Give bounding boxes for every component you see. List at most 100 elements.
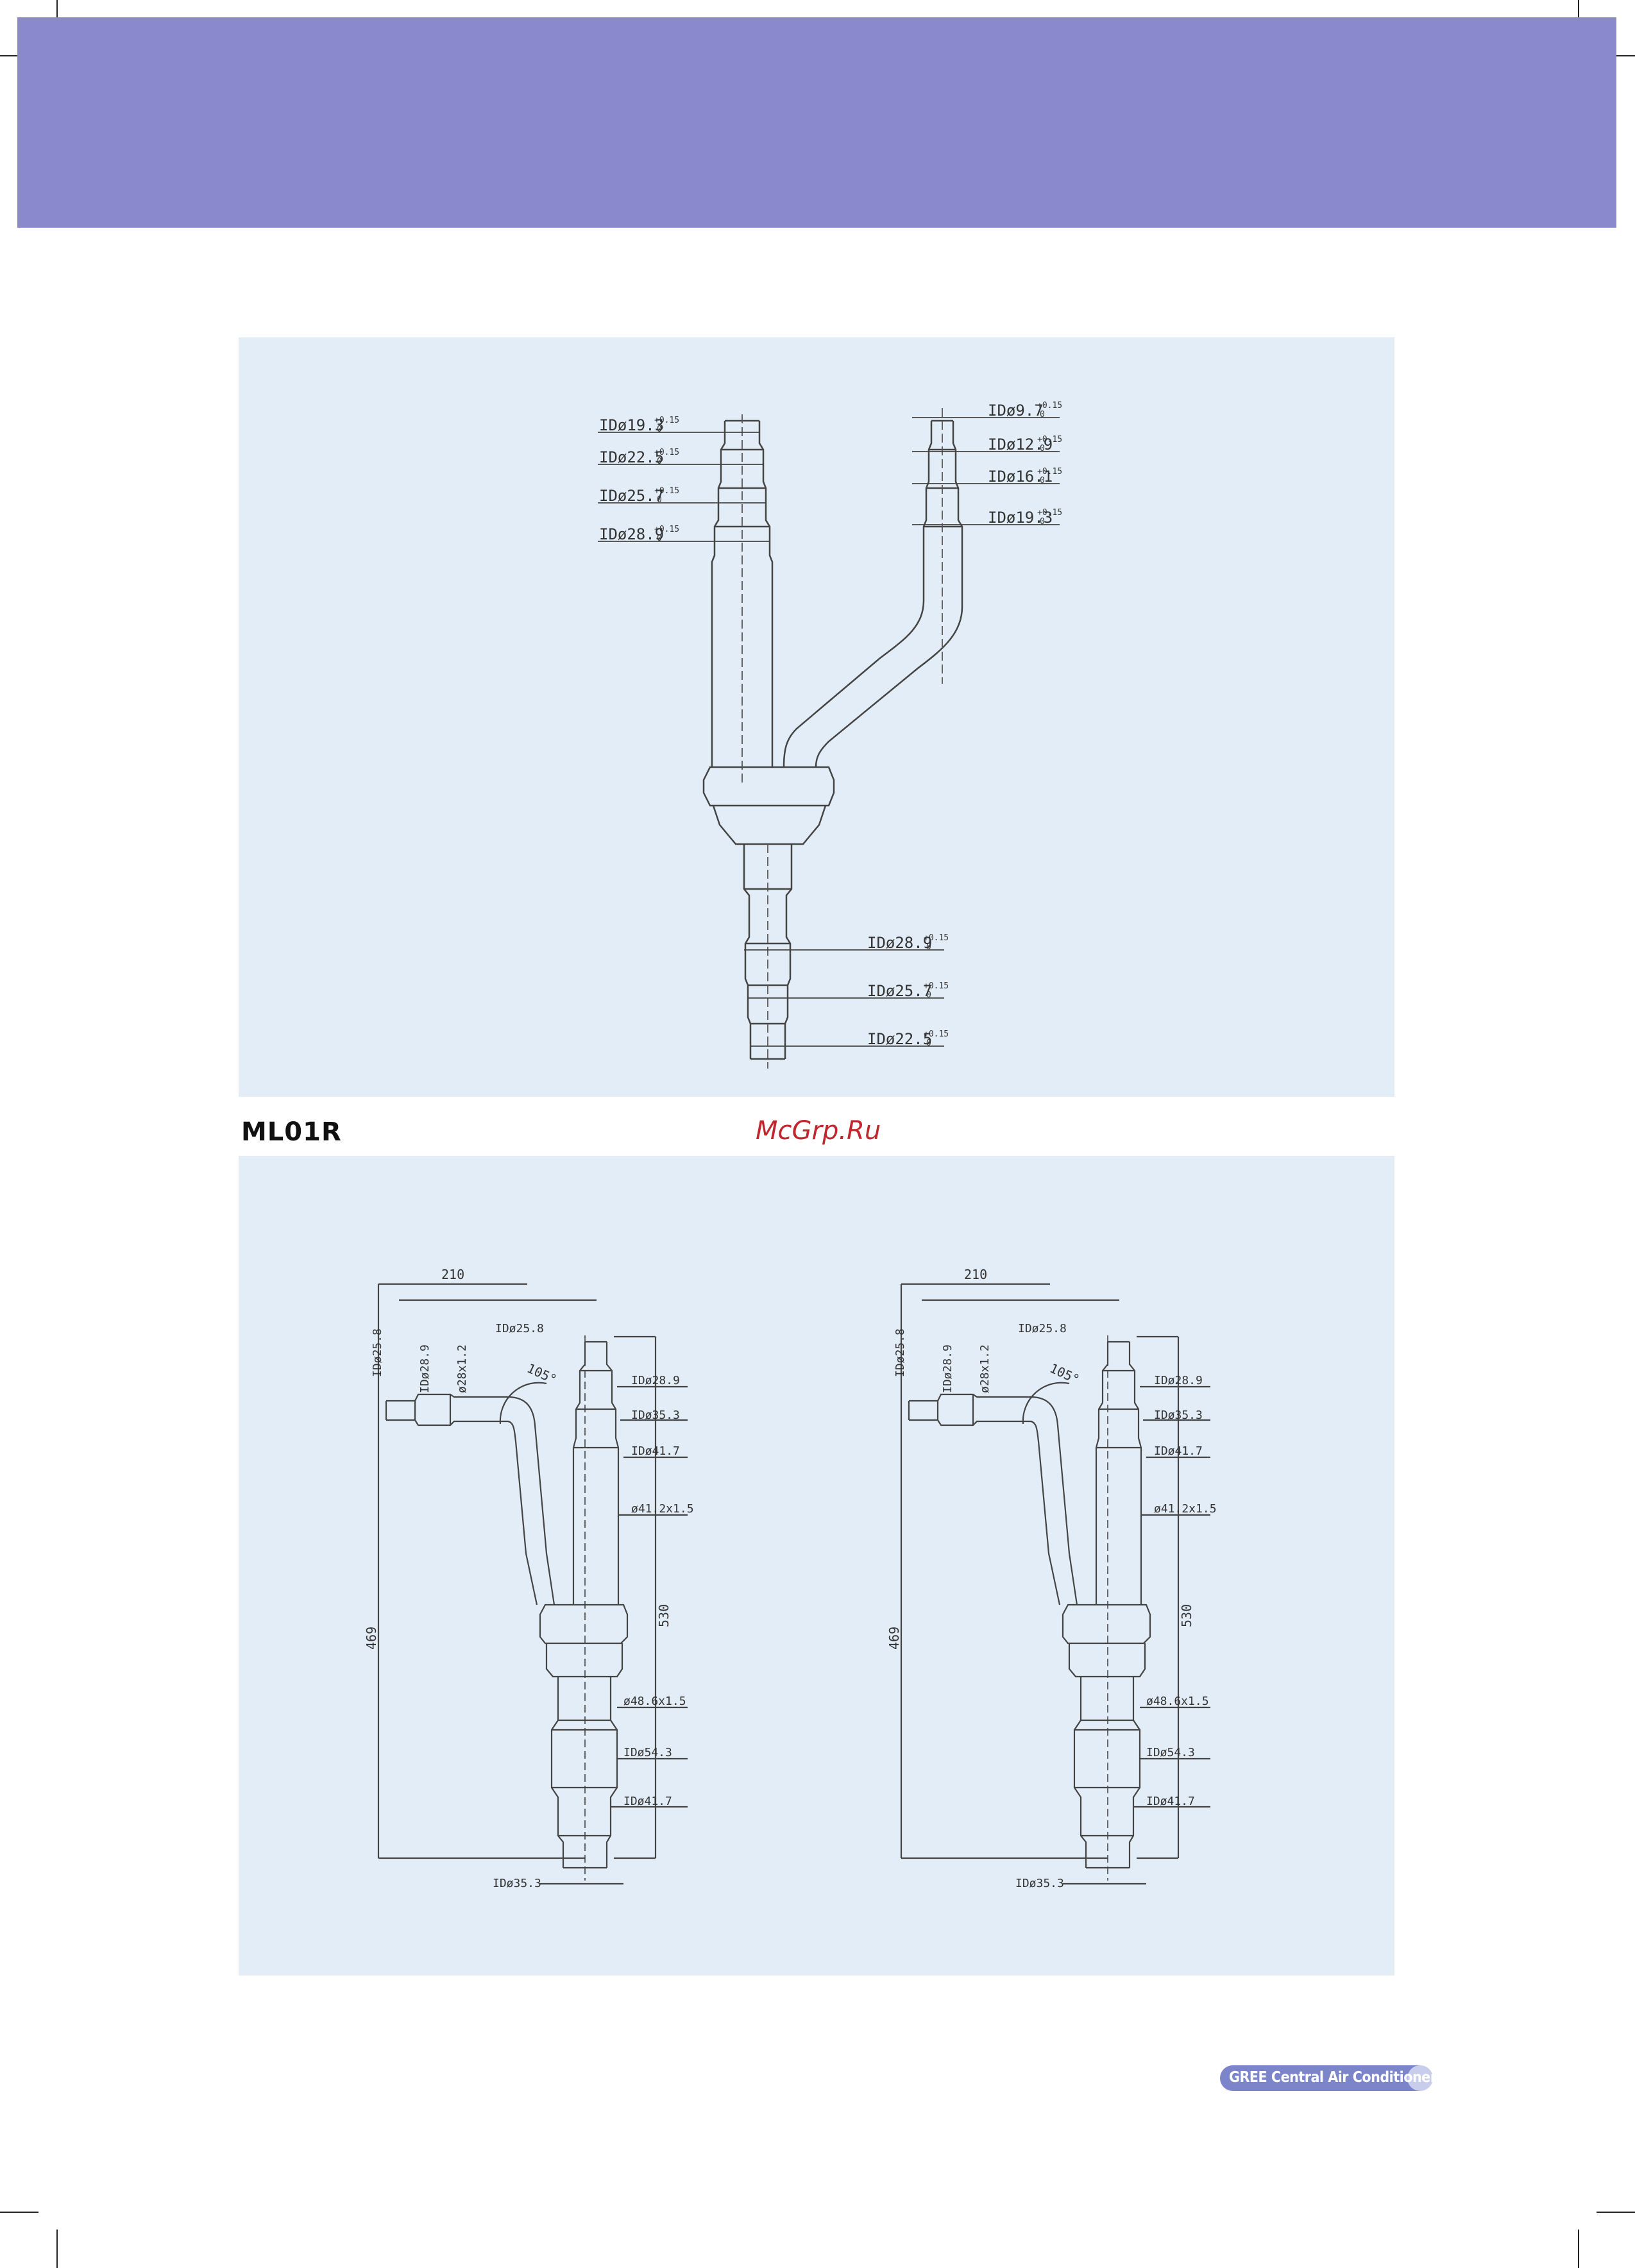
left-branch-dim-label: IDø28.9 — [599, 525, 664, 543]
right-branch-dim-label: IDø19.3 — [988, 509, 1053, 527]
tolerance-upper: +0.15 — [654, 525, 679, 534]
right-dim-label: IDø28.9 — [1154, 1374, 1203, 1387]
width-dimension: 210 — [964, 1267, 987, 1282]
crop-mark — [1578, 2230, 1579, 2268]
tolerance-upper: +0.15 — [654, 448, 679, 457]
crop-mark — [56, 2230, 58, 2268]
top-branch-pipe-drawing: IDø19.3+0.150IDø22.5+0.150IDø25.7+0.150I… — [598, 401, 1062, 1069]
section-title: ML01R — [241, 1117, 342, 1147]
header-band — [17, 17, 1616, 228]
pipe-outline — [572, 1342, 620, 1605]
pipe-outline — [1068, 1643, 1146, 1678]
pipe-outline — [1095, 1342, 1142, 1605]
right-dim-label: IDø35.3 — [1154, 1409, 1203, 1422]
tolerance-upper: +0.15 — [1037, 508, 1062, 518]
width-dimension: 210 — [441, 1267, 464, 1282]
bottom-dim-label: IDø28.9 — [867, 934, 932, 952]
top-inlet-label: IDø25.8 — [495, 1322, 544, 1335]
top-inlet-label: IDø25.8 — [1018, 1322, 1067, 1335]
right-height-dimension: 530 — [1179, 1604, 1194, 1627]
bottom-dim-label: IDø25.7 — [867, 982, 932, 1000]
top-dimension-labels: IDø19.3+0.150IDø22.5+0.150IDø25.7+0.150I… — [599, 401, 1062, 1048]
tolerance-lower: 0 — [657, 425, 662, 434]
left-branch-dim-label: IDø22.5 — [599, 448, 664, 466]
tolerance-lower: 0 — [926, 1038, 931, 1048]
tolerance-upper: +0.15 — [1037, 435, 1062, 444]
bottom-dim-label: IDø22.5 — [867, 1030, 932, 1048]
right-dim-label: IDø28.9 — [631, 1374, 680, 1387]
pipe-outline — [1137, 1335, 1180, 1859]
tolerance-lower: 0 — [926, 942, 931, 952]
tolerance-upper: +0.15 — [1037, 401, 1062, 410]
pipe-outline — [545, 1643, 623, 1678]
tolerance-lower: 0 — [1040, 444, 1045, 453]
right-dim-label: IDø41.7 — [1154, 1444, 1203, 1458]
bottom-outlet-label: IDø35.3 — [1015, 1877, 1064, 1890]
right-branch-dim-label: IDø9.7 — [988, 402, 1044, 419]
tolerance-upper: +0.15 — [924, 1029, 949, 1039]
pipe-outline — [1073, 1677, 1141, 1868]
right-dim-label: IDø35.3 — [631, 1409, 680, 1422]
pipe-outline — [385, 1394, 452, 1425]
tolerance-lower: 0 — [657, 534, 662, 543]
pipe-outline — [1062, 1604, 1151, 1645]
right-branch-dim-label: IDø12.9 — [988, 436, 1053, 453]
pipe-outline — [908, 1394, 974, 1425]
brand-pill — [1220, 2065, 1420, 2091]
pipe-outline — [499, 1382, 547, 1425]
vertical-dim-label: IDø28.9 — [941, 1344, 954, 1393]
tolerance-lower: 0 — [657, 457, 662, 466]
vertical-dim-label: IDø25.8 — [371, 1328, 384, 1377]
pipe-outline — [386, 1419, 538, 1605]
tolerance-upper: +0.15 — [924, 933, 949, 943]
tolerance-lower: 0 — [1040, 476, 1045, 486]
pipe-outline — [1022, 1382, 1070, 1425]
vertical-dim-label: IDø25.8 — [894, 1328, 907, 1377]
pipe-outline — [573, 1341, 618, 1449]
left-height-dimension: 469 — [364, 1627, 379, 1650]
brand-dot — [1407, 2065, 1433, 2091]
lower-dim-label: IDø54.3 — [623, 1746, 672, 1759]
pipe-outline — [909, 1419, 1061, 1605]
lower-dim-label: ø48.6x1.5 — [1146, 1695, 1209, 1708]
pipe-outline — [900, 1283, 1108, 1859]
left-branch-dim-label: IDø19.3 — [599, 416, 664, 434]
tolerance-upper: +0.15 — [924, 981, 949, 991]
pipe-outline — [614, 1335, 657, 1859]
tolerance-upper: +0.15 — [1037, 467, 1062, 477]
lower-dim-label: IDø41.7 — [1146, 1795, 1195, 1808]
right-height-dimension: 530 — [656, 1604, 672, 1627]
lower-dim-label: IDø54.3 — [1146, 1746, 1195, 1759]
lower-dim-label: ø48.6x1.5 — [623, 1695, 686, 1708]
brand-text: GREE Central Air Conditioners — [1229, 2069, 1444, 2086]
left-height-dimension: 469 — [886, 1627, 902, 1650]
lower-dim-label: IDø41.7 — [623, 1795, 672, 1808]
pipe-outline — [386, 1393, 555, 1605]
right-dim-label: IDø41.7 — [631, 1444, 680, 1458]
right-dim-label: ø41.2x1.5 — [1154, 1502, 1217, 1516]
bottom-outlet-label: IDø35.3 — [493, 1877, 541, 1890]
left-branch-dim-label: IDø25.7 — [599, 487, 664, 505]
vertical-dim-label: ø28x1.2 — [455, 1344, 469, 1393]
pipe-outline — [1074, 1719, 1140, 1869]
crop-mark — [0, 2212, 38, 2213]
watermark: McGrp.Ru — [756, 1116, 881, 1146]
vertical-dim-label: IDø28.9 — [418, 1344, 432, 1393]
tolerance-lower: 0 — [926, 990, 931, 1000]
tolerance-lower: 0 — [1040, 410, 1045, 419]
vertical-dim-label: ø28x1.2 — [978, 1344, 992, 1393]
pipe-outline — [377, 1283, 585, 1859]
tolerance-upper: +0.15 — [654, 416, 679, 425]
pipe-outline — [909, 1393, 1078, 1605]
tolerance-lower: 0 — [1040, 517, 1045, 527]
tolerance-upper: +0.15 — [654, 486, 679, 496]
right-branch-dim-label: IDø16.1 — [988, 468, 1053, 486]
crop-mark — [1597, 2212, 1635, 2213]
tolerance-lower: 0 — [657, 495, 662, 505]
pipe-outline — [550, 1677, 618, 1868]
pipe-outline — [1096, 1341, 1141, 1449]
